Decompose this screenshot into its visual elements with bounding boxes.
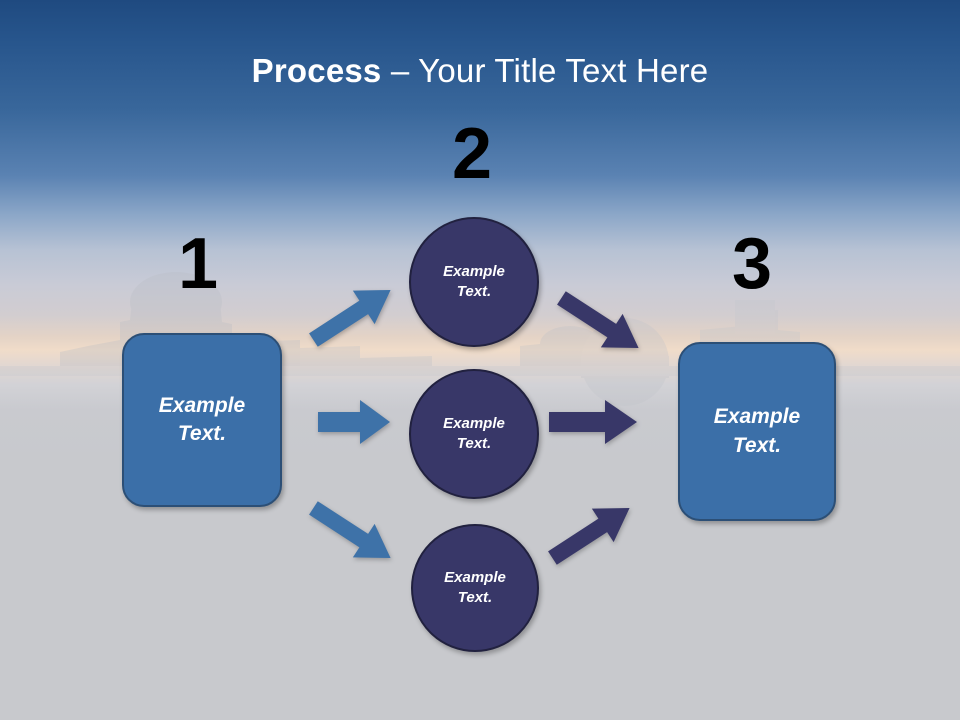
slide-title: Process – Your Title Text Here [0, 52, 960, 90]
stage-3-box-label: Example Text. [713, 405, 801, 457]
stage-1-box-label: Example Text. [158, 393, 246, 445]
arrow-left-to-middle-circle-icon [318, 400, 390, 444]
step-number-2: 2 [451, 114, 493, 194]
arrow-left-to-bottom-circle-icon [309, 501, 391, 559]
slide-title-strong: Process [251, 52, 382, 89]
stage-2-circle-bottom[interactable]: Example Text. [411, 524, 539, 652]
stage-2-circle-middle[interactable]: Example Text. [409, 369, 539, 499]
stage-2-circle-middle-label: Example Text. [443, 414, 505, 452]
stage-2-circle-bottom-label: Example Text. [444, 568, 506, 606]
arrow-middle-circle-to-right-icon [549, 400, 637, 444]
step-number-3: 3 [731, 224, 773, 304]
stage-1-box[interactable]: Example Text. [122, 333, 282, 507]
slide-title-rest: – Your Title Text Here [381, 52, 709, 89]
stage-3-box[interactable]: Example Text. [678, 342, 836, 521]
arrow-left-to-top-circle-icon [309, 289, 391, 347]
stage-2-circle-top-label: Example Text. [443, 262, 505, 300]
step-number-1: 1 [177, 224, 219, 304]
stage-2-circle-top[interactable]: Example Text. [409, 217, 539, 347]
arrow-top-circle-to-right-icon [557, 291, 639, 349]
arrow-bottom-circle-to-right-icon [548, 507, 630, 565]
